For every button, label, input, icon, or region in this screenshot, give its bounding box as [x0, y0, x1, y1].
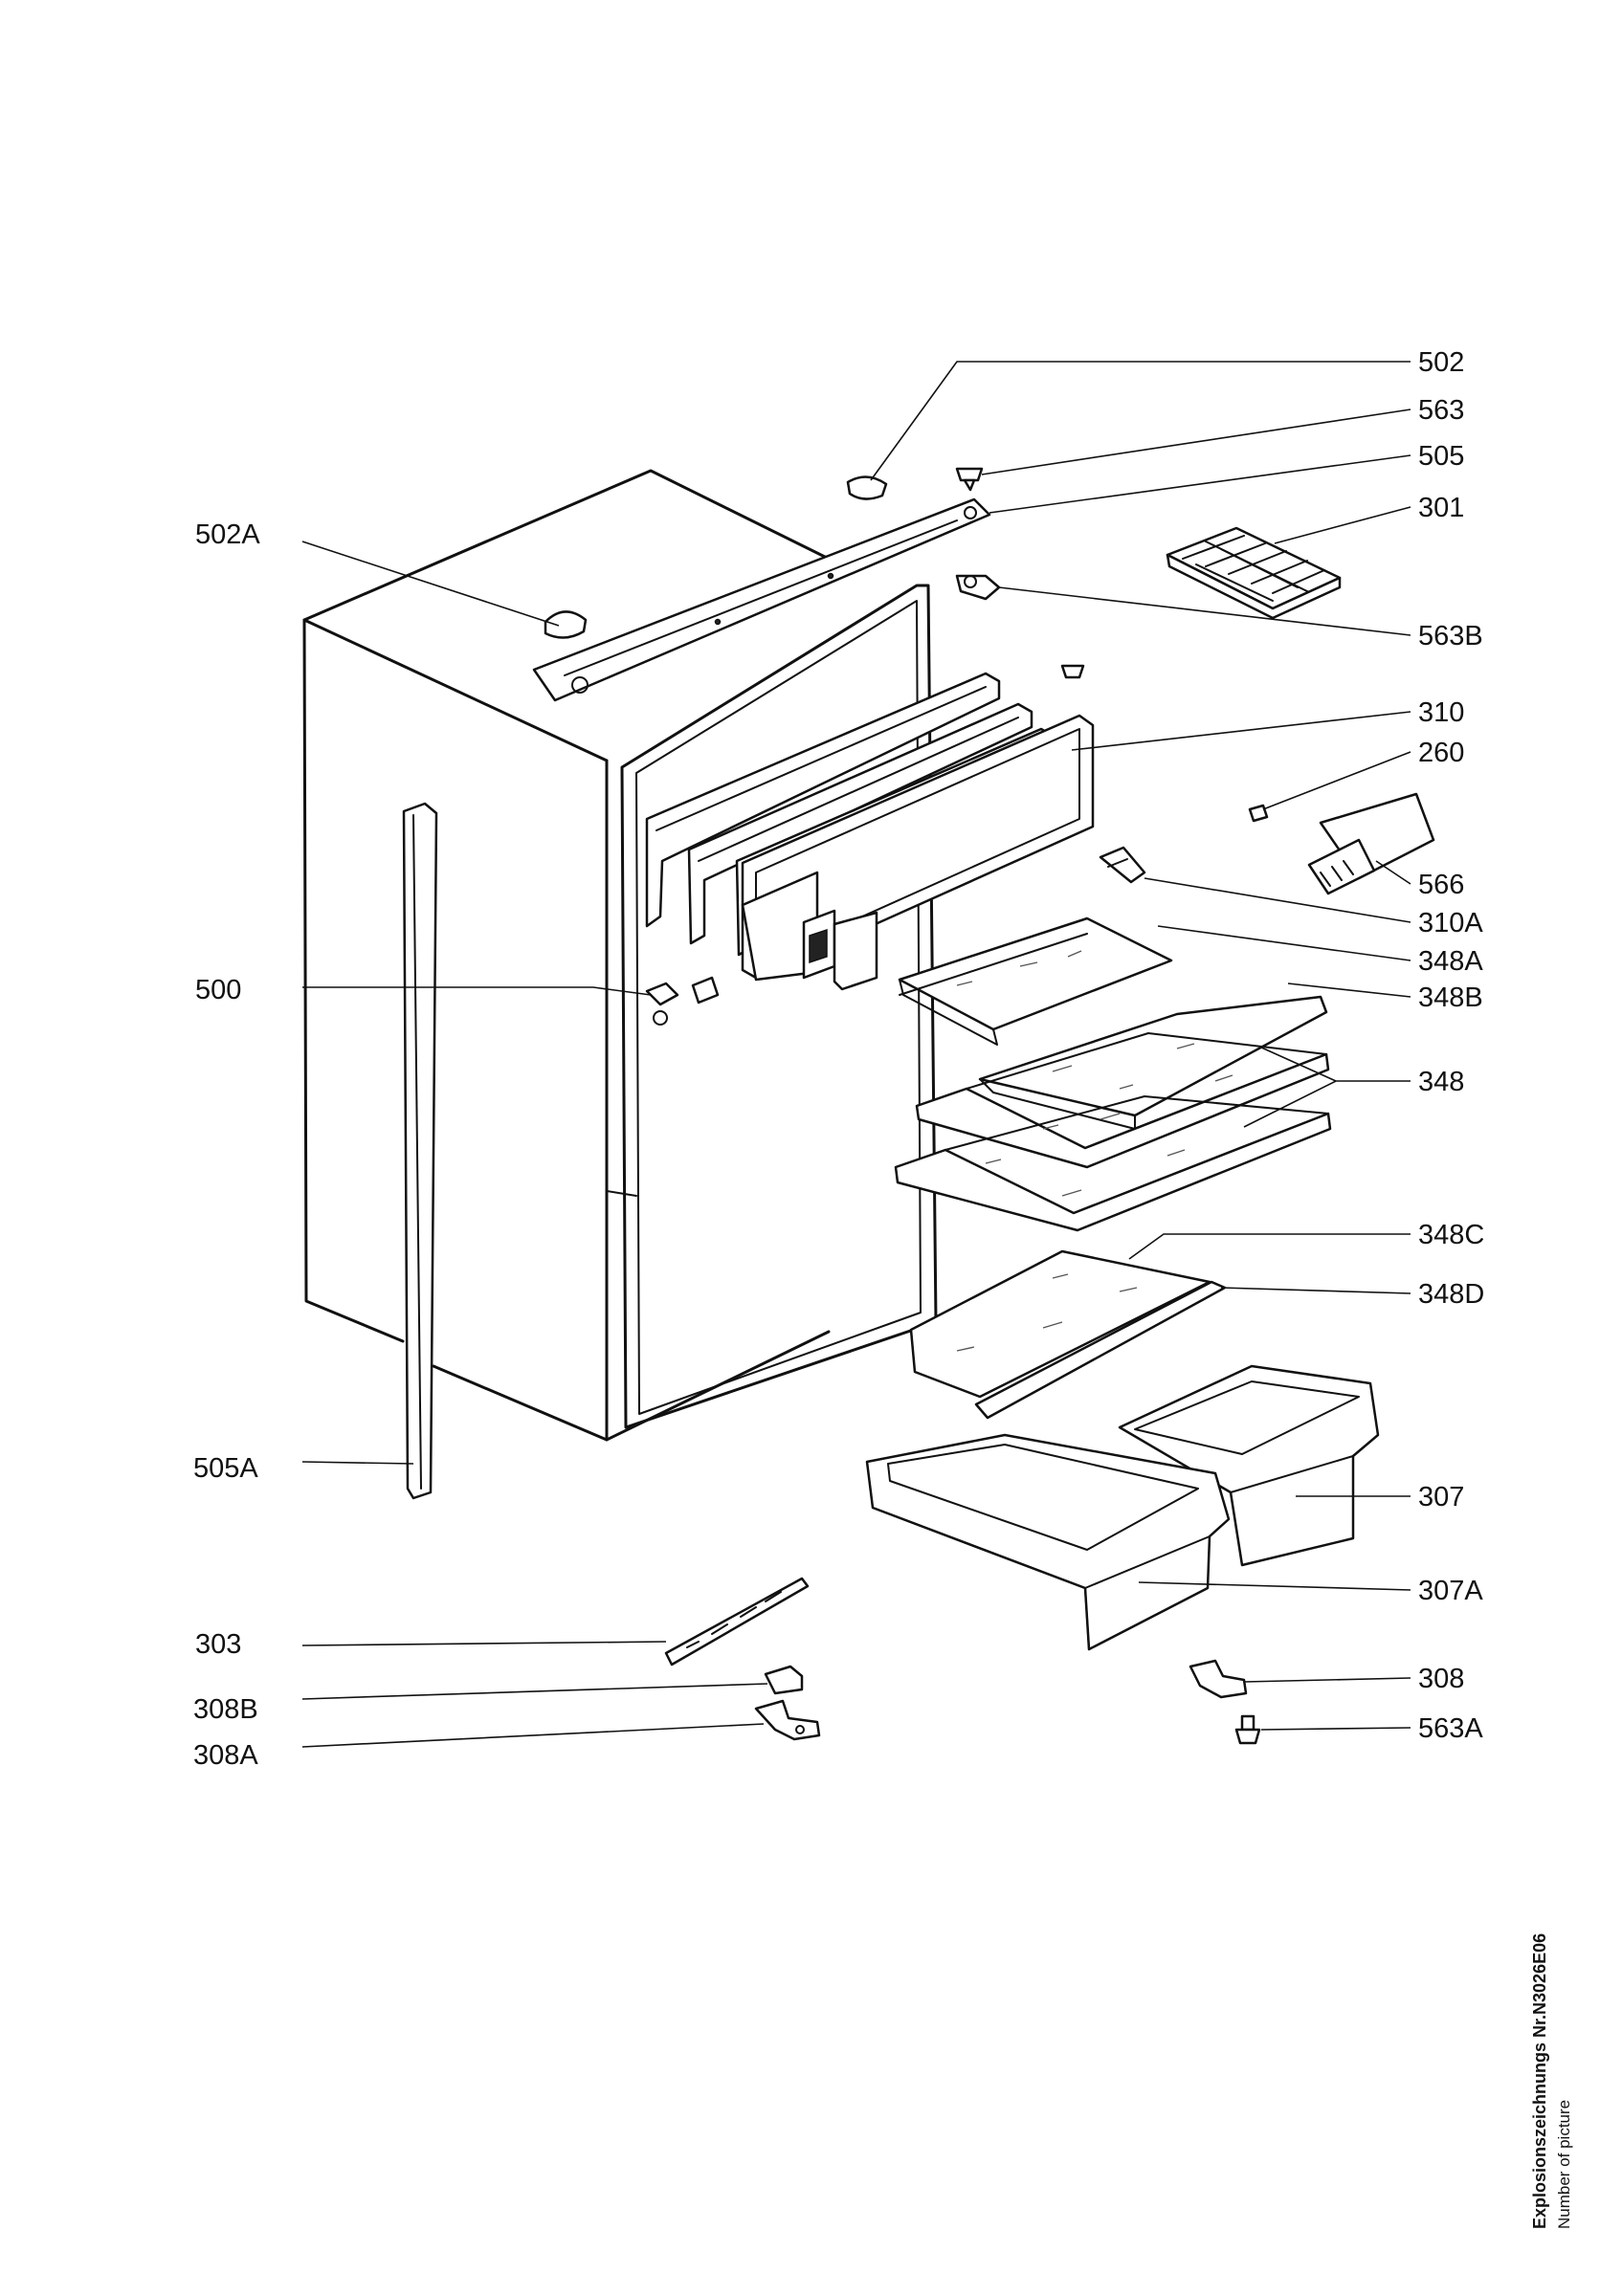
callout-label-307A: 307A: [1418, 1576, 1483, 1606]
part-308B: [764, 1665, 804, 1695]
screw-small: [1060, 664, 1085, 679]
glass-shelf-348B: [978, 995, 1328, 1130]
callout-label-348C: 348C: [1418, 1220, 1484, 1250]
callout-label-348: 348: [1418, 1067, 1464, 1097]
door-hinge-block: [802, 909, 878, 991]
caption-subtitle: Number of picture: [1555, 2099, 1573, 2229]
callout-label-310: 310: [1418, 697, 1464, 728]
callout-label-505A: 505A: [193, 1453, 258, 1484]
latch-310A: [1099, 846, 1146, 884]
callout-label-563B: 563B: [1418, 621, 1483, 651]
drawer-307: [1118, 1364, 1380, 1567]
glass-shelf-348-lower: [894, 1095, 1332, 1232]
callout-label-348D: 348D: [1418, 1279, 1484, 1310]
callout-label-301: 301: [1418, 493, 1464, 523]
top-cap-502: [846, 475, 888, 500]
callout-label-348A: 348A: [1418, 946, 1483, 977]
part-labels: 502 563 505 301 563B 310 260 566 310A 34…: [193, 347, 1484, 1771]
part-308A: [754, 1699, 821, 1741]
hinge-563B: [955, 574, 1001, 601]
callout-label-502A: 502A: [195, 519, 260, 550]
callout-label-500: 500: [195, 975, 241, 1005]
callout-label-310A: 310A: [1418, 908, 1483, 938]
callout-label-307: 307: [1418, 1482, 1464, 1512]
screw-563: [955, 467, 984, 492]
glass-shelf-348-upper: [915, 1032, 1330, 1169]
part-308: [1189, 1659, 1248, 1699]
ice-tray-301: [1166, 526, 1342, 620]
top-cap-502A: [544, 610, 588, 639]
callout-label-308A: 308A: [193, 1740, 258, 1771]
glass-shelf-348A: [898, 916, 1173, 1046]
callout-label-563A: 563A: [1418, 1713, 1483, 1744]
switch-500: [645, 976, 720, 1026]
callout-label-348B: 348B: [1418, 982, 1483, 1013]
screw-563A: [1234, 1714, 1261, 1745]
callout-label-260: 260: [1418, 738, 1464, 768]
handle-566: [1307, 792, 1435, 895]
caption-title: Explosionszeichnungs Nr.N3026E06: [1530, 1932, 1549, 2229]
callout-label-502: 502: [1418, 347, 1464, 378]
leader-lines: [301, 361, 1411, 1748]
clip-260: [1248, 804, 1269, 823]
cabinet-body: [302, 469, 938, 1442]
seal-strip-505A: [402, 802, 438, 1500]
callout-label-563: 563: [1418, 395, 1464, 426]
drawer-307A: [865, 1433, 1231, 1651]
callout-label-308B: 308B: [193, 1694, 258, 1725]
callout-label-303: 303: [195, 1629, 241, 1660]
callout-label-505: 505: [1418, 441, 1464, 472]
callout-label-566: 566: [1418, 870, 1464, 900]
glass-shelf-348C: [909, 1249, 1211, 1399]
picture-number-caption: Explosionszeichnungs Nr.N3026E06 Number …: [1527, 1933, 1577, 2229]
top-hinge-plate: [532, 497, 991, 702]
callout-label-308: 308: [1418, 1664, 1464, 1694]
bar-303: [664, 1577, 810, 1667]
